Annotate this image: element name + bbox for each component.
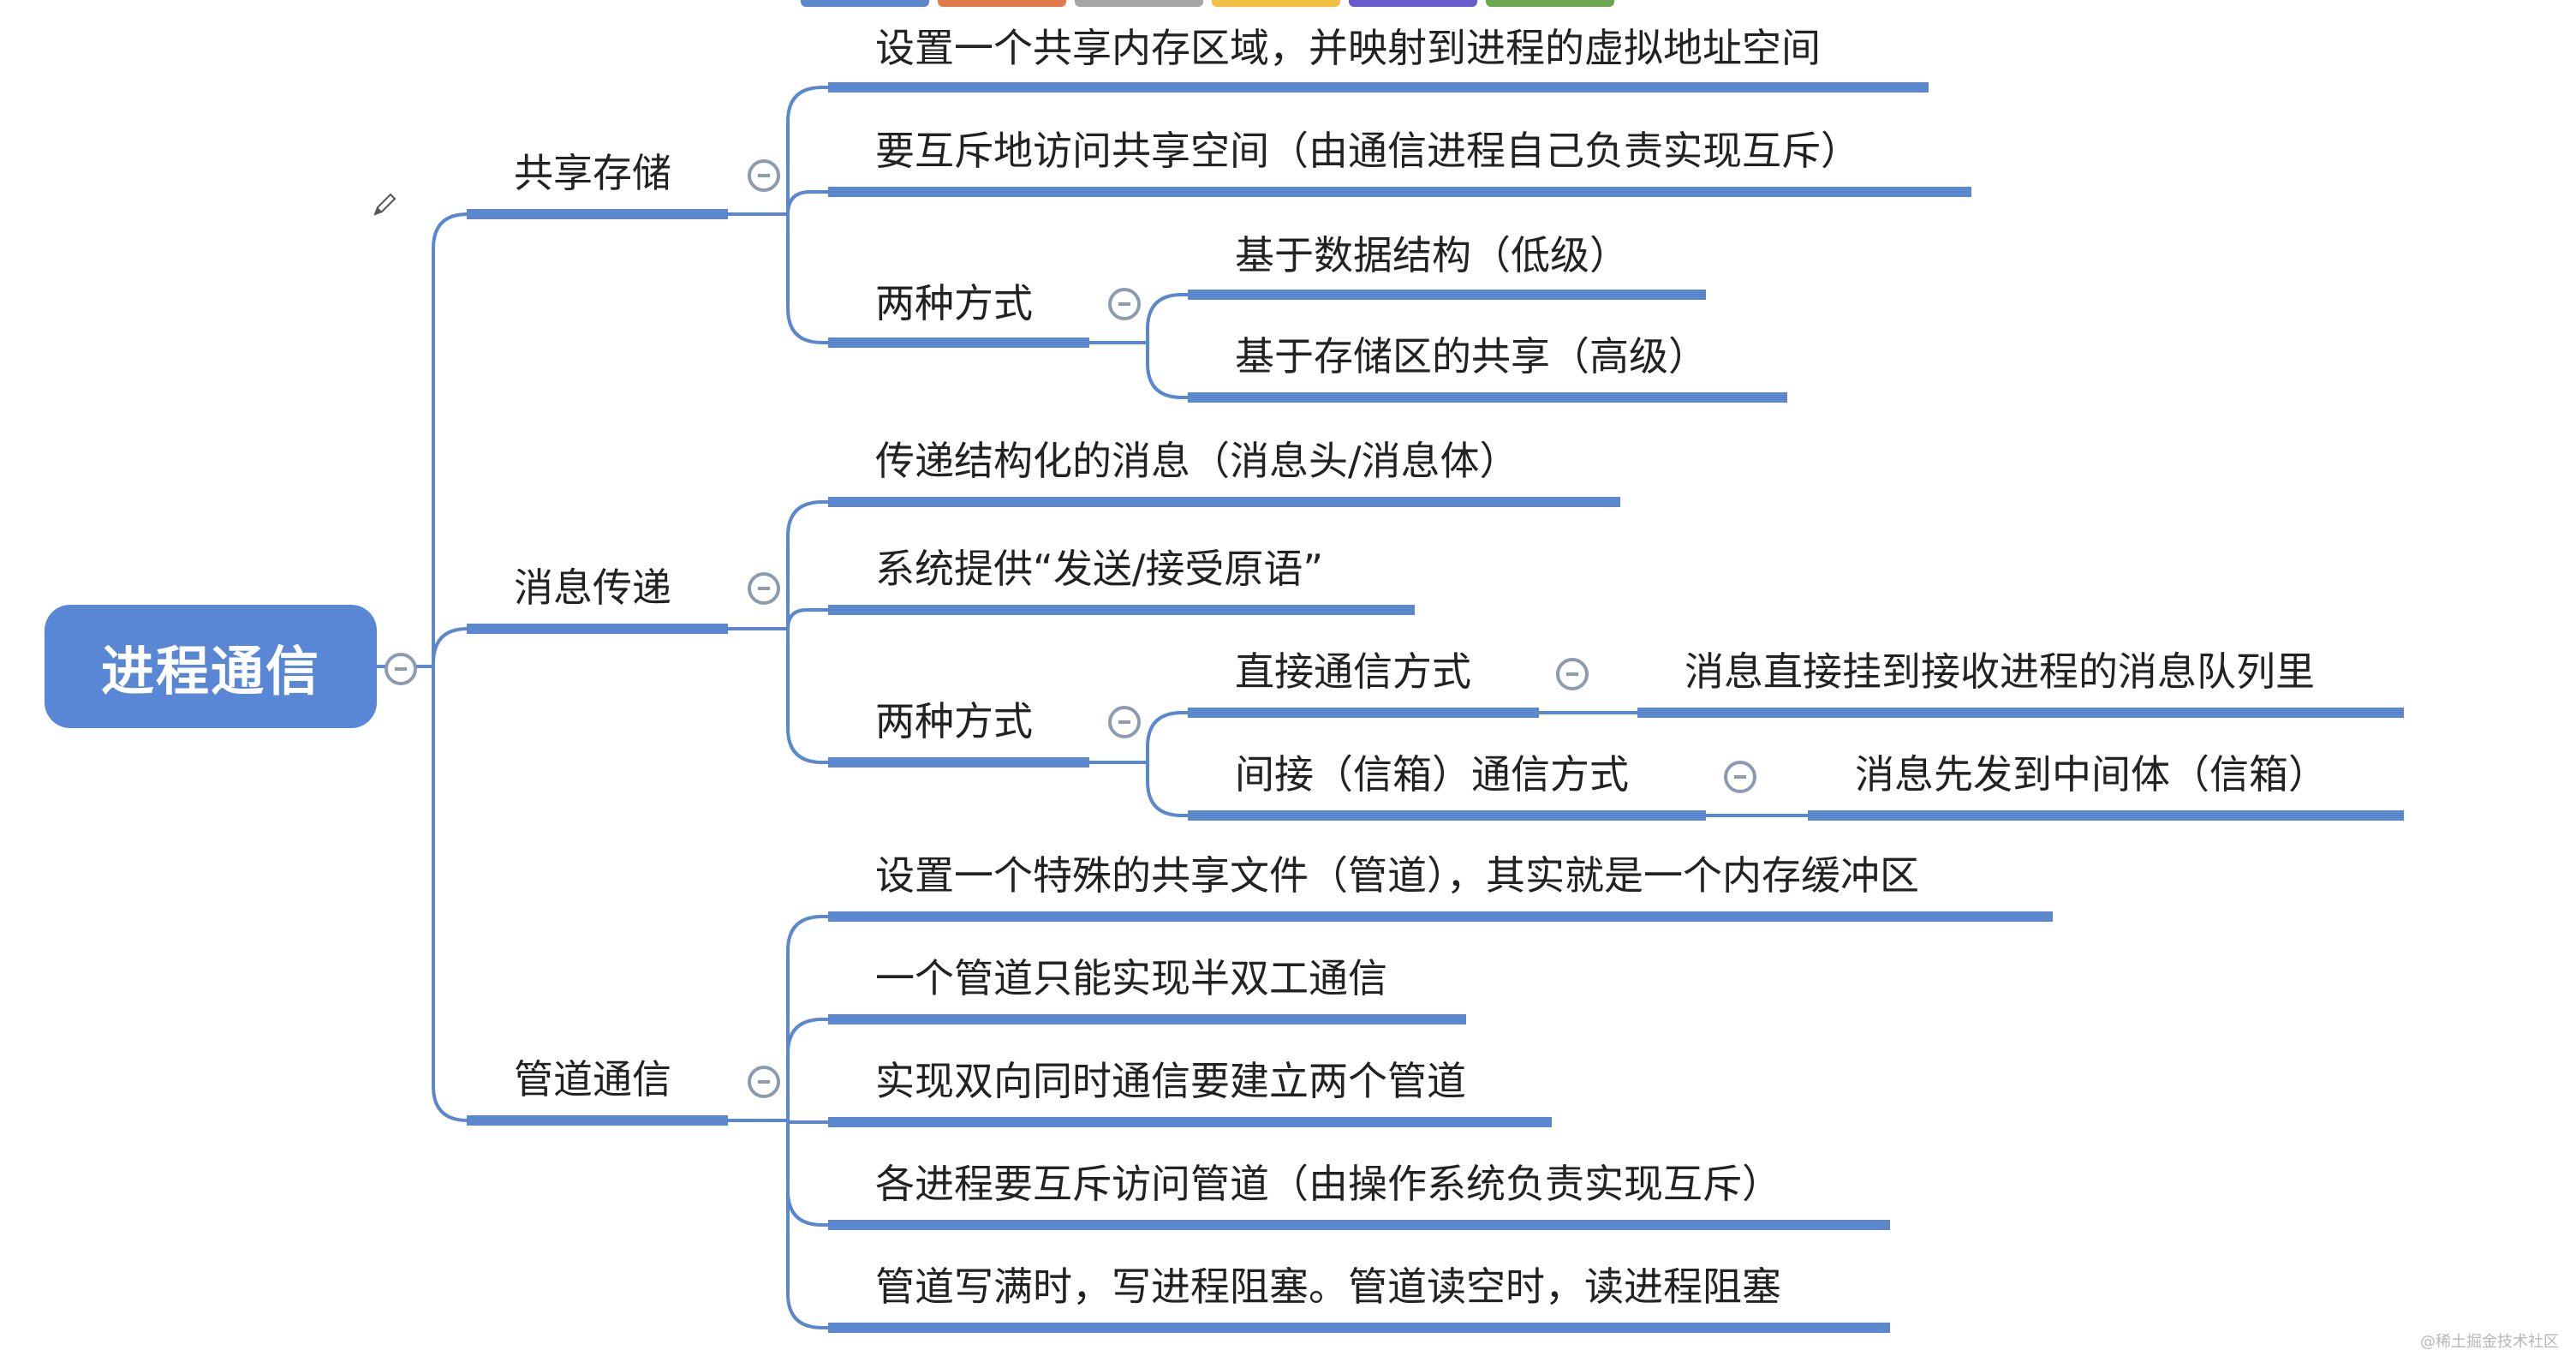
branch-underline <box>467 209 728 219</box>
leaf-underline <box>828 187 1971 197</box>
leaf-underline <box>828 497 1620 507</box>
connector-line <box>786 1120 828 1124</box>
leaf-label[interactable]: 一个管道只能实现半双工通信 <box>875 955 1387 1001</box>
leaf-underline <box>828 605 1415 615</box>
connector-line <box>786 1120 828 1329</box>
branch-label-message-passing[interactable]: 消息传递 <box>514 565 671 611</box>
leaf-underline <box>1188 810 1706 821</box>
leaf-underline <box>828 1323 1890 1333</box>
leaf-underline <box>828 1014 1466 1024</box>
detail-label[interactable]: 消息先发到中间体（信箱） <box>1855 751 2328 797</box>
leaf-label[interactable]: 设置一个共享内存区域，并映射到进程的虚拟地址空间 <box>875 25 1821 71</box>
leaf-label[interactable]: 间接（信箱）通信方式 <box>1235 751 1629 797</box>
leaf-underline <box>1188 392 1787 403</box>
top-color-tab <box>801 0 929 7</box>
leaf-label[interactable]: 系统提供“发送/接受原语” <box>875 546 1324 592</box>
connector-line <box>786 1018 828 1120</box>
subbranch-label[interactable]: 两种方式 <box>875 280 1033 326</box>
branch-underline <box>467 1115 728 1126</box>
top-color-tab <box>1075 0 1203 7</box>
top-color-tab <box>1349 0 1477 7</box>
connector-line <box>786 608 828 630</box>
connector-line <box>786 86 828 214</box>
leaf-underline <box>1188 708 1539 718</box>
leaf-label[interactable]: 基于存储区的共享（高级） <box>1235 333 1708 379</box>
root-node[interactable]: 进程通信 <box>45 605 377 728</box>
leaf-label[interactable]: 管道写满时，写进程阻塞。管道读空时，读进程阻塞 <box>875 1263 1781 1310</box>
subbranch-underline <box>828 338 1089 348</box>
leaf-collapse-icon[interactable] <box>1556 658 1589 690</box>
leaf-label[interactable]: 基于数据结构（低级） <box>1235 232 1629 278</box>
connector-line <box>786 500 828 629</box>
connector-line <box>786 190 828 215</box>
watermark: @稀土掘金技术社区 <box>2420 1333 2559 1351</box>
branch-underline <box>467 624 728 634</box>
connector-line <box>432 212 468 666</box>
leaf-collapse-icon[interactable] <box>1724 761 1756 793</box>
leaf-label[interactable]: 设置一个特殊的共享文件（管道），其实就是一个内存缓冲区 <box>875 852 1919 899</box>
leaf-underline <box>1188 290 1706 300</box>
connector-line <box>432 627 468 666</box>
leaf-label[interactable]: 实现双向同时通信要建立两个管道 <box>875 1058 1466 1104</box>
top-color-tab <box>1486 0 1614 7</box>
leaf-label[interactable]: 各进程要互斥访问管道（由操作系统负责实现互斥） <box>875 1161 1781 1207</box>
connector-line <box>1146 711 1188 762</box>
top-color-tab <box>1212 0 1340 7</box>
connector-line <box>432 666 468 1122</box>
detail-underline <box>1637 708 2404 718</box>
subbranch-underline <box>828 757 1089 768</box>
branch-collapse-icon[interactable] <box>748 1066 780 1098</box>
connector-line <box>1146 293 1188 343</box>
branch-label-pipe-communication[interactable]: 管道通信 <box>514 1056 671 1102</box>
connector-line <box>1146 762 1188 817</box>
leaf-label[interactable]: 直接通信方式 <box>1235 648 1471 695</box>
leaf-underline <box>828 1220 1890 1230</box>
connector-line <box>786 629 828 764</box>
leaf-underline <box>828 911 2053 922</box>
leaf-label[interactable]: 传递结构化的消息（消息头/消息体） <box>875 438 1519 484</box>
top-color-tab <box>938 0 1066 7</box>
branch-collapse-icon[interactable] <box>748 572 780 605</box>
leaf-underline <box>828 82 1929 93</box>
branch-collapse-icon[interactable] <box>748 159 780 192</box>
connector-line <box>786 915 828 1120</box>
branch-label-shared-memory[interactable]: 共享存储 <box>514 150 671 196</box>
subbranch-collapse-icon[interactable] <box>1108 706 1141 738</box>
root-label: 进程通信 <box>100 640 320 702</box>
subbranch-label[interactable]: 两种方式 <box>875 698 1033 744</box>
detail-underline <box>1808 810 2404 821</box>
subbranch-collapse-icon[interactable] <box>1108 288 1141 320</box>
leaf-underline <box>828 1117 1552 1127</box>
connector-line <box>1146 343 1188 399</box>
pencil-cursor-icon <box>373 193 397 216</box>
root-collapse-icon[interactable] <box>385 653 417 685</box>
connector-line <box>786 1120 828 1227</box>
connector-line <box>786 214 828 344</box>
leaf-label[interactable]: 要互斥地访问共享空间（由通信进程自己负责实现互斥） <box>875 128 1860 174</box>
detail-label[interactable]: 消息直接挂到接收进程的消息队列里 <box>1685 648 2315 695</box>
